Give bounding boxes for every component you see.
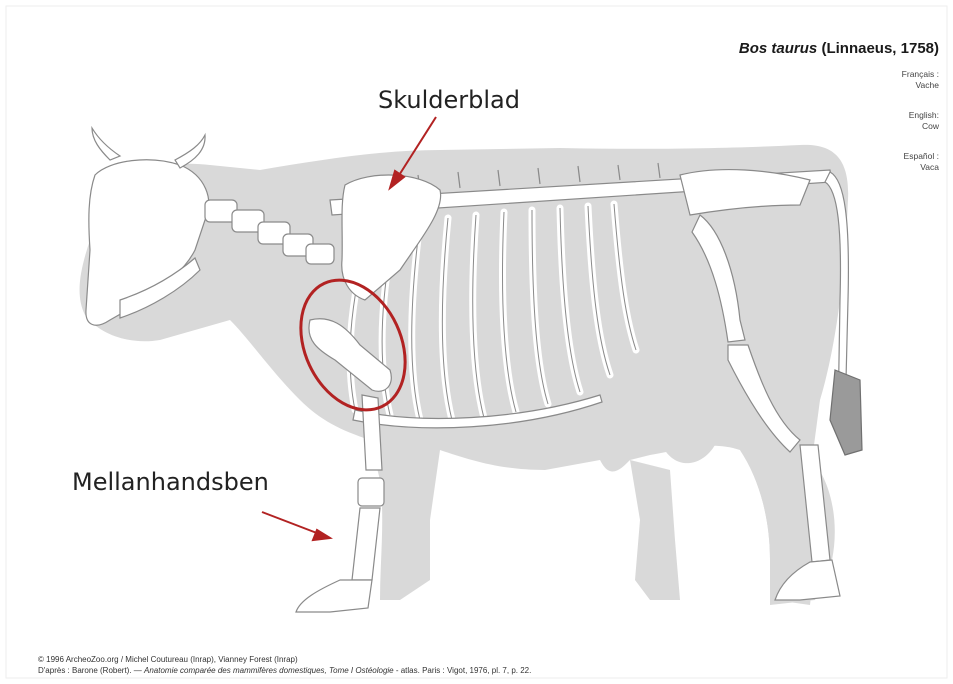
lang-name: Cow — [909, 121, 939, 132]
arrow-to-metacarpal — [262, 512, 330, 540]
species-title: Bos taurus (Linnaeus, 1758) — [739, 40, 939, 57]
credits-prefix: D'après : Barone (Robert). — — [38, 666, 144, 675]
credits-book-title: Anatomie comparée des mammifères domesti… — [144, 666, 394, 675]
credits: © 1996 ArcheoZoo.org / Michel Coutureau … — [38, 654, 531, 676]
credits-suffix: - atlas. Paris : Vigot, 1976, pl. 7, p. … — [394, 666, 532, 675]
horn-right — [175, 135, 205, 168]
lang-name: Vache — [902, 80, 939, 91]
carpal-bones — [358, 478, 384, 506]
credits-line2: D'après : Barone (Robert). — Anatomie co… — [38, 665, 531, 676]
species-author: (Linnaeus, 1758) — [821, 40, 939, 57]
lang-label: Español : — [904, 151, 939, 162]
skeleton-bones — [86, 128, 862, 612]
lang-label: English: — [909, 110, 939, 121]
metacarpal-label: Mellanhandsben — [72, 468, 269, 496]
credits-line1: © 1996 ArcheoZoo.org / Michel Coutureau … — [38, 654, 531, 665]
lang-label: Français : — [902, 69, 939, 80]
name-french: Français : Vache — [902, 69, 939, 91]
name-spanish: Español : Vaca — [904, 151, 939, 173]
species-italic: Bos taurus — [739, 40, 817, 57]
tail-tuft — [830, 370, 862, 455]
lang-name: Vaca — [904, 162, 939, 173]
horn-left — [92, 128, 120, 160]
metacarpal-bone — [352, 508, 380, 580]
scapula-label: Skulderblad — [378, 86, 520, 114]
front-phalanges — [296, 580, 372, 612]
name-english: English: Cow — [909, 110, 939, 132]
